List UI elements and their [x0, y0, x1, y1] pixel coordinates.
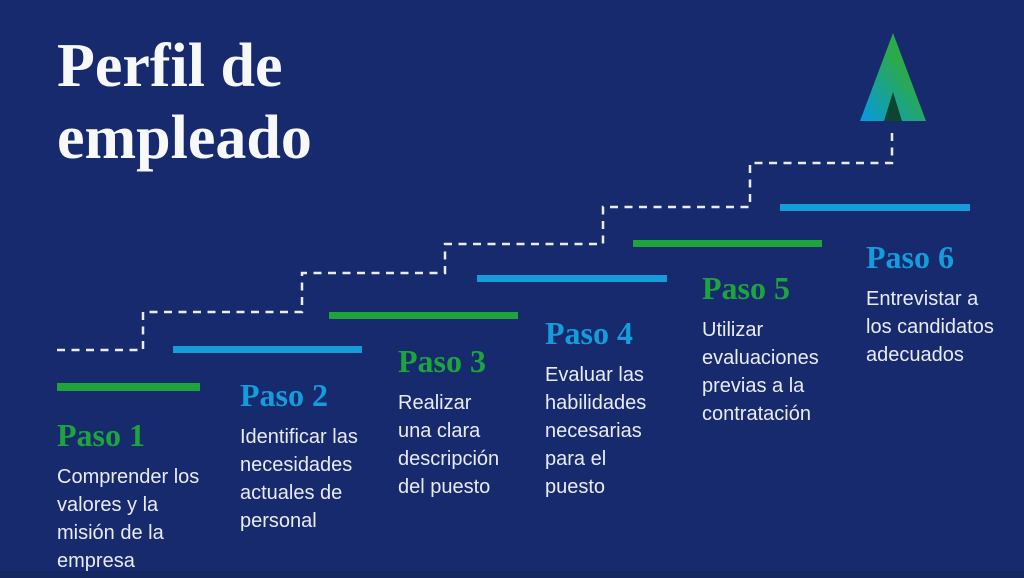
step-6-bar: [780, 204, 970, 211]
step-2: Paso 2 Identificar las necesidades actua…: [240, 378, 390, 535]
step-1: Paso 1 Comprender los valores y la misió…: [57, 418, 227, 575]
step-5: Paso 5 Utilizar evaluaciones previas a l…: [702, 271, 847, 428]
step-3-label: Paso 3: [398, 343, 486, 379]
upward-arrow-icon: [860, 33, 926, 121]
step-1-description: Comprender los valores y la misión de la…: [57, 466, 200, 572]
step-2-label: Paso 2: [240, 377, 328, 413]
step-5-label: Paso 5: [702, 270, 790, 306]
step-5-bar: [633, 240, 822, 247]
step-6-label: Paso 6: [866, 239, 954, 275]
step-3: Paso 3 Realizar una clara descripción de…: [398, 344, 528, 501]
step-3-description: Realizar una clara descripción del puest…: [398, 392, 500, 498]
step-5-description: Utilizar evaluaciones previas a la contr…: [702, 319, 819, 425]
step-4: Paso 4 Evaluar las habilidades necesaria…: [545, 316, 675, 501]
step-4-bar: [477, 275, 667, 282]
step-2-bar: [173, 346, 362, 353]
step-3-bar: [329, 312, 518, 319]
step-1-label: Paso 1: [57, 417, 145, 453]
page-title: Perfil de empleado: [57, 32, 312, 172]
step-2-description: Identificar las necesidades actuales de …: [240, 426, 358, 532]
dashed-staircase-line: [57, 127, 894, 352]
step-4-label: Paso 4: [545, 315, 633, 351]
step-4-description: Evaluar las habilidades necesarias para …: [545, 364, 647, 498]
footer-strip: [0, 571, 1024, 578]
step-1-bar: [57, 383, 200, 391]
step-6: Paso 6 Entrevistar a los candidatos adec…: [866, 240, 1016, 369]
step-6-description: Entrevistar a los candidatos adecuados: [866, 288, 994, 366]
